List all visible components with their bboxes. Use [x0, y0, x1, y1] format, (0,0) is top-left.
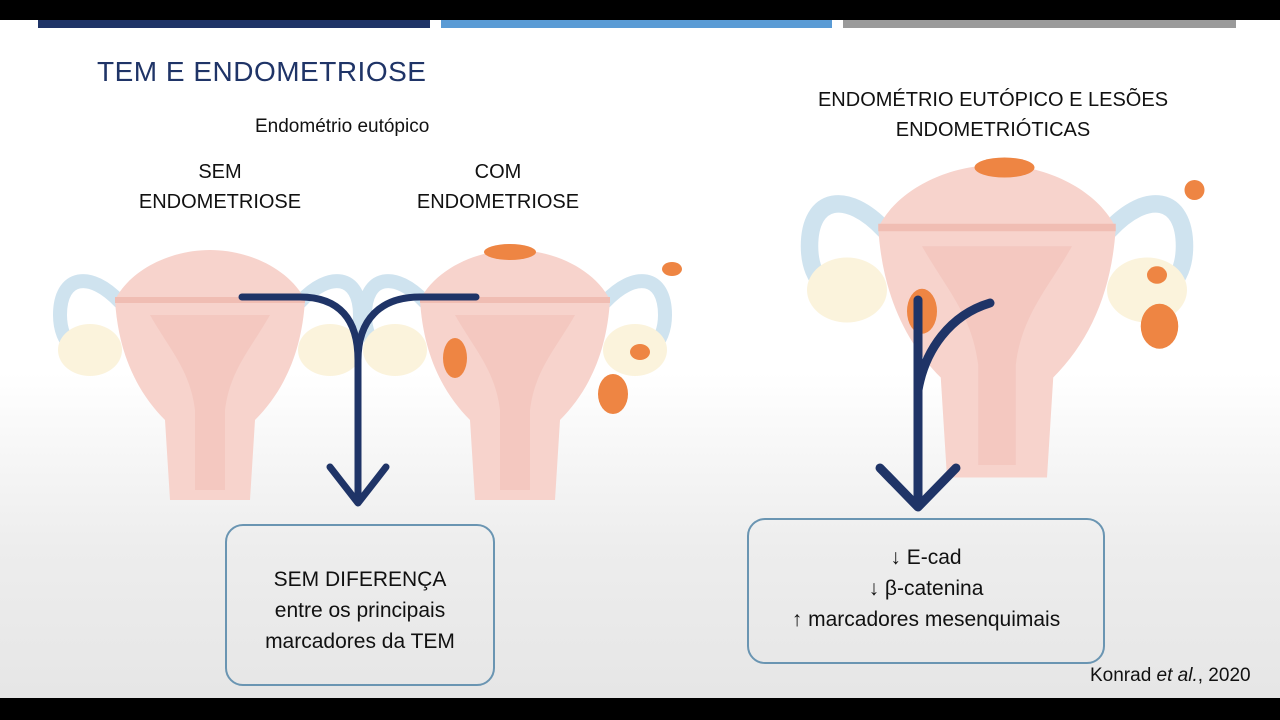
uterus-illustration: [58, 250, 362, 500]
result-line: SEM DIFERENÇA: [273, 568, 447, 591]
uterus-with-lesions-illustration: [363, 244, 682, 500]
result-line: ↓ E-cad: [890, 546, 962, 569]
result-box-left: SEM DIFERENÇA entre os principais marcad…: [225, 524, 495, 686]
citation-etal: et al.: [1156, 665, 1198, 686]
label-com-endometriose: COM ENDOMETRIOSE: [398, 157, 598, 217]
citation: Konrad et al., 2020: [1090, 665, 1251, 687]
progress-segment-2: [441, 20, 832, 28]
progress-segment-1: [38, 20, 430, 28]
illustrations: [0, 20, 1205, 512]
label-line: ENDOMETRIOSE: [138, 191, 302, 213]
heading-line: ENDOMETRIÓTICAS: [895, 119, 1091, 141]
result-box-right: ↓ E-cad ↓ β-catenina ↑ marcadores mesenq…: [747, 518, 1105, 664]
result-line: marcadores da TEM: [265, 630, 455, 653]
label-line: COM: [474, 161, 522, 183]
down-arrow: [875, 295, 995, 512]
uterus-right-illustration: [807, 158, 1205, 478]
heading-line: ENDOMÉTRIO EUTÓPICO E LESÕES: [817, 89, 1169, 111]
citation-year: , 2020: [1197, 665, 1251, 686]
result-line: ↑ marcadores mesenquimais: [791, 608, 1061, 631]
label-sem-endometriose: SEM ENDOMETRIOSE: [120, 157, 320, 217]
result-line: entre os principais: [274, 599, 446, 622]
right-heading: ENDOMÉTRIO EUTÓPICO E LESÕES ENDOMETRIÓT…: [775, 85, 1211, 145]
slide: TEM E ENDOMETRIOSE Endométrio eutópico S…: [0, 20, 1280, 698]
result-line: ↓ β-catenina: [868, 577, 984, 600]
slide-title: TEM E ENDOMETRIOSE: [97, 56, 427, 87]
citation-author: Konrad: [1090, 665, 1157, 686]
subtitle: Endométrio eutópico: [255, 116, 430, 137]
label-line: SEM: [198, 161, 242, 183]
progress-segment-3: [843, 20, 1236, 28]
merge-arrow: [238, 293, 480, 507]
label-line: ENDOMETRIOSE: [416, 191, 580, 213]
